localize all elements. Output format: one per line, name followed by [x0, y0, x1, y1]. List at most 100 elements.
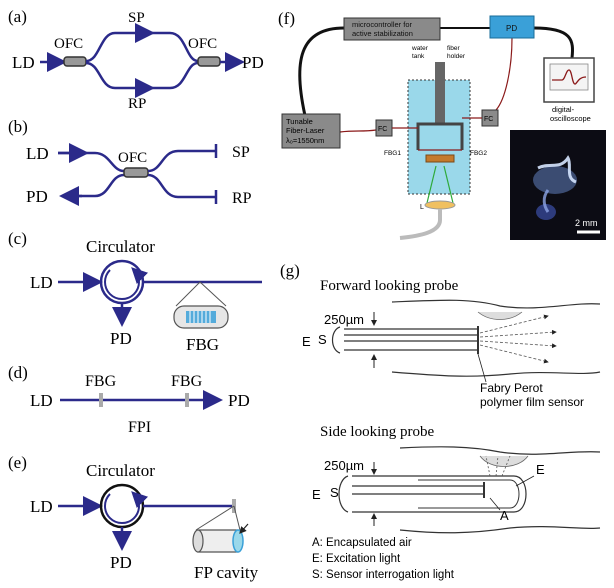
panel-f-cable-pd-osc	[533, 26, 574, 59]
panel-f-scale-label: 2 mm	[575, 218, 598, 228]
panel-d-fbg2-label: FBG	[171, 373, 203, 390]
panel-f-water-line2: tank	[412, 53, 425, 60]
panel-g-forward-title: Forward looking probe	[320, 278, 459, 294]
panel-f-inset-glow	[533, 155, 577, 220]
panel-g-side-lesion	[479, 455, 529, 467]
panel-g-side-rays	[485, 455, 511, 477]
panel-f-lens	[424, 200, 456, 210]
panel-f-pd-box	[489, 15, 535, 39]
panel-d-tag: (d)	[8, 363, 28, 382]
panel-f-fc-right-label: FC	[484, 116, 493, 123]
panel-g-side-e2-leader	[515, 475, 535, 487]
panel-d-fbg1	[99, 393, 103, 407]
panel-e-circulator	[99, 483, 145, 529]
panel-e-cavity-label: FP cavity	[194, 563, 259, 582]
panel-e-cavity	[192, 529, 244, 553]
panel-e-zoom-line-left	[195, 505, 235, 531]
panel-d: (d) LD FBG FBG PD FPI	[8, 363, 250, 436]
panel-f-micro-line2: active stabilization	[352, 29, 413, 38]
panel-b-ld-label: LD	[26, 144, 49, 163]
panel-f-beam	[426, 165, 454, 204]
panel-g-side-e2: E	[536, 462, 545, 477]
panel-b-rp-label: RP	[232, 190, 252, 207]
panel-a: (a) LD OFC SP RP OFC PD	[8, 7, 264, 112]
panel-a-tag: (a)	[8, 7, 27, 26]
panel-a-ofc1	[63, 56, 87, 67]
panel-g-side-a-leader	[489, 497, 501, 511]
panel-g-side-capsule-outer	[352, 475, 527, 513]
panel-c-circulator-arc	[104, 267, 149, 301]
panel-f-cable-micro-laser	[298, 26, 345, 121]
panel-g-legend-s: S: Sensor interrogation light	[312, 569, 455, 581]
panel-g-side-a: A	[500, 508, 509, 523]
panel-g-side-input-cone	[338, 475, 349, 513]
panel-g-side-vessel-top	[399, 446, 601, 455]
panel-f-fiber-laser-fc	[339, 129, 377, 133]
panel-a-rp-path	[85, 61, 199, 90]
panel-f-osc-line2: oscilloscope	[550, 114, 591, 123]
panel-b-tag: (b)	[8, 117, 28, 136]
panel-g-tag: (g)	[280, 261, 300, 280]
panel-a-rp-label: RP	[128, 96, 146, 112]
panel-f-microcontroller-box	[343, 17, 441, 41]
panel-a-ofc2-label: OFC	[188, 36, 217, 52]
panel-f-water-line1: water	[411, 45, 429, 52]
panel-e-circulator-arc	[104, 491, 149, 525]
panel-f-micro-line1: microcontroller for	[352, 20, 413, 29]
panel-c-pd-label: PD	[110, 329, 132, 348]
panel-f-laser-line3: λ₀=1550nm	[286, 136, 324, 145]
panel-b-sp-label: SP	[232, 144, 250, 161]
panel-f-lens-label: L	[420, 204, 424, 211]
panel-b-pd-path	[68, 173, 125, 198]
panel-d-fbg1-label: FBG	[85, 373, 117, 390]
panel-c-zoom-line-left	[175, 281, 201, 307]
panel-f-fbg2-label: FBG2	[470, 150, 487, 157]
panel-g-side-capsule-inner	[418, 479, 520, 509]
panel-c-fbg-label: FBG	[186, 335, 219, 354]
panel-a-pd-label: PD	[242, 53, 264, 72]
panel-b-ofc-label: OFC	[118, 150, 147, 166]
panel-g-sensor-line2: polymer film sensor	[480, 395, 584, 409]
panel-f-sample	[425, 154, 455, 163]
panel-g-forward-s: S	[318, 332, 327, 347]
panel-e-ld-label: LD	[30, 497, 53, 516]
panel-c-zoom-line-right	[199, 281, 227, 307]
panel-g-side-vessel-bottom	[399, 526, 601, 534]
panel-e-tag: (e)	[8, 453, 27, 472]
panel-f-fiber-holder	[435, 62, 445, 124]
panel-c-ld-label: LD	[30, 273, 53, 292]
panel-f-laser-line2: Fiber-Laser	[286, 126, 325, 135]
panel-a-sp-label: SP	[128, 10, 145, 26]
panel-f-holder-line2: holder	[447, 53, 466, 60]
panel-g-side-e: E	[312, 487, 321, 502]
panel-g-sensor-line1: Fabry Perot	[480, 381, 543, 395]
panel-a-ofc2	[197, 56, 221, 67]
panel-c-circulator-label: Circulator	[86, 237, 155, 256]
panel-f-fbg1-label: FBG1	[384, 150, 401, 157]
panel-f-tag: (f)	[278, 9, 295, 28]
panel-f: (f) microcontroller for active stabiliza…	[278, 9, 606, 240]
panel-g: (g) Forward looking probe E S 250µm Fabr…	[280, 261, 601, 581]
panel-e-pd-label: PD	[110, 553, 132, 572]
panel-f-osc-line1: digital-	[552, 105, 575, 114]
panel-d-fpi-label: FPI	[128, 419, 151, 436]
panel-f-holder-line1: fiber	[447, 45, 460, 52]
panel-g-forward-vessel-bottom	[391, 371, 601, 377]
panel-g-forward-e: E	[302, 334, 311, 349]
panel-d-ld-label: LD	[30, 391, 53, 410]
panel-f-oscilloscope-trace	[552, 69, 587, 85]
panel-g-side-dim: 250µm	[324, 458, 364, 473]
panel-c-tag: (c)	[8, 229, 27, 248]
panel-g-side-s: S	[330, 485, 339, 500]
panel-f-laser-line1: Tunable	[286, 117, 313, 126]
panel-b-sp-path	[147, 149, 216, 173]
panel-g-sensor-leader	[477, 353, 487, 383]
panel-b-rp-path	[147, 173, 216, 199]
panel-f-holder-frame	[416, 122, 464, 150]
panel-f-oscilloscope-screen	[549, 63, 589, 91]
panel-g-forward-input-cone	[331, 326, 341, 354]
panel-g-forward-rays	[479, 314, 557, 364]
panel-d-pd-label: PD	[228, 391, 250, 410]
panel-e-circulator-label: Circulator	[86, 461, 155, 480]
panel-a-sp-path	[85, 31, 199, 63]
